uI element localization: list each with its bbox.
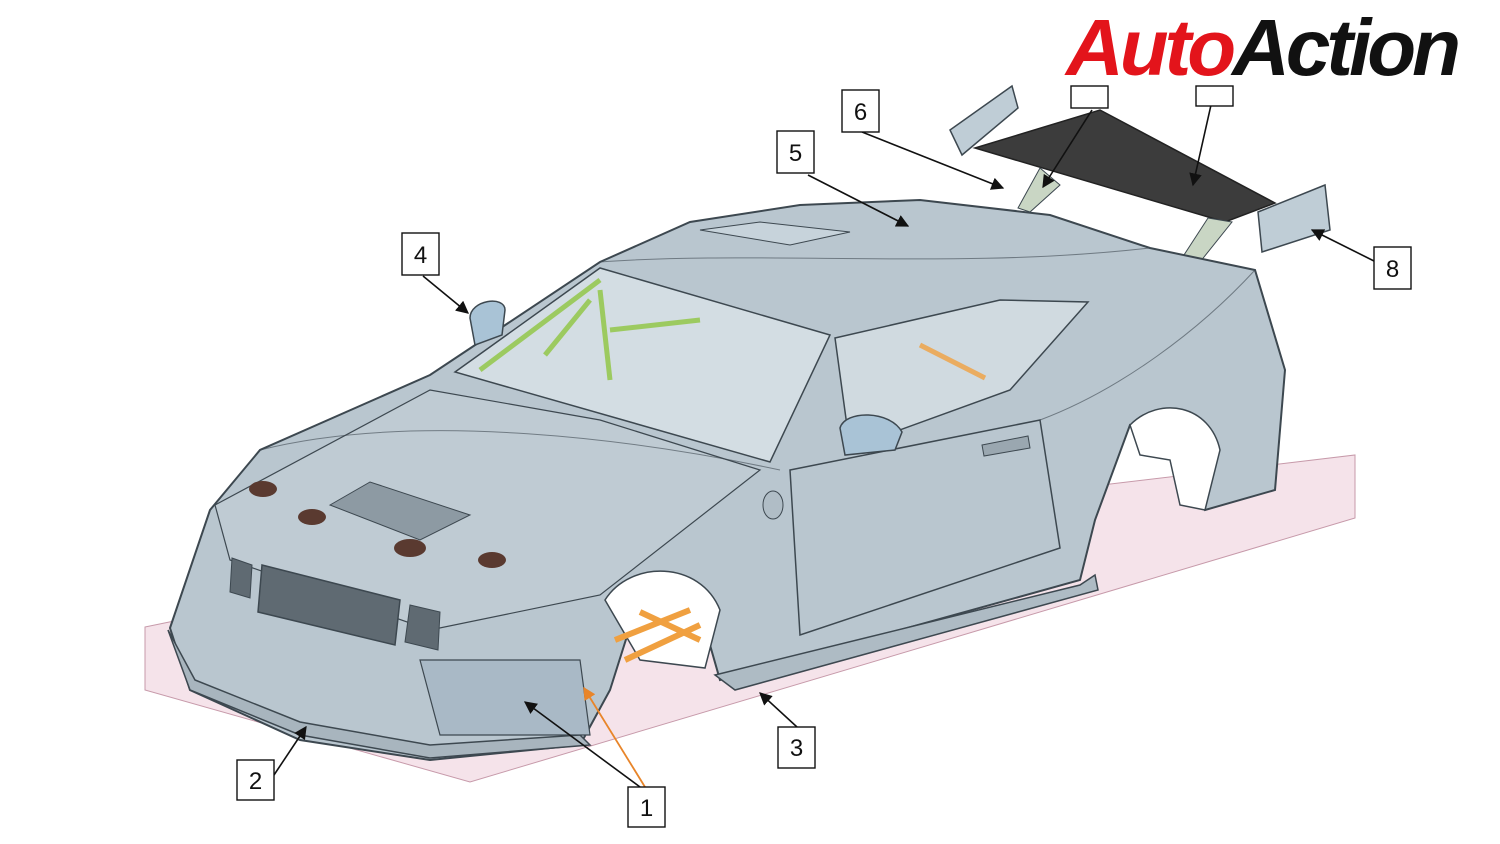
leader-1-orange — [583, 686, 646, 788]
leader-6 — [861, 131, 1005, 190]
callout-3: 3 — [777, 726, 816, 769]
callout-label-3: 3 — [790, 735, 803, 762]
callout-box-7-left — [1070, 85, 1109, 109]
callout-label-6: 6 — [854, 99, 867, 126]
callout-2: 2 — [236, 759, 275, 801]
callout-label-1: 1 — [640, 795, 653, 822]
callout-leaders — [273, 104, 1377, 788]
leader-7 — [1042, 109, 1093, 189]
callout-4: 4 — [401, 232, 440, 276]
callout-label-8: 8 — [1386, 256, 1399, 283]
callout-label-4: 4 — [414, 242, 427, 269]
callout-8: 8 — [1373, 246, 1412, 290]
leader-3 — [759, 692, 798, 728]
callout-5: 5 — [776, 130, 815, 174]
leader-8 — [1310, 229, 1377, 263]
leader-1 — [523, 701, 641, 788]
leader-7b — [1189, 104, 1212, 187]
callout-box-7-right — [1195, 85, 1234, 107]
callout-label-2: 2 — [249, 768, 262, 795]
callout-1: 1 — [627, 786, 666, 828]
callout-6: 6 — [841, 89, 880, 133]
car-body — [167, 198, 1287, 762]
leader-4 — [422, 275, 469, 314]
autoaction-logo: AutoAction — [1066, 3, 1461, 92]
leader-5 — [807, 174, 910, 227]
leader-2 — [273, 725, 307, 776]
callout-label-5: 5 — [789, 140, 802, 167]
